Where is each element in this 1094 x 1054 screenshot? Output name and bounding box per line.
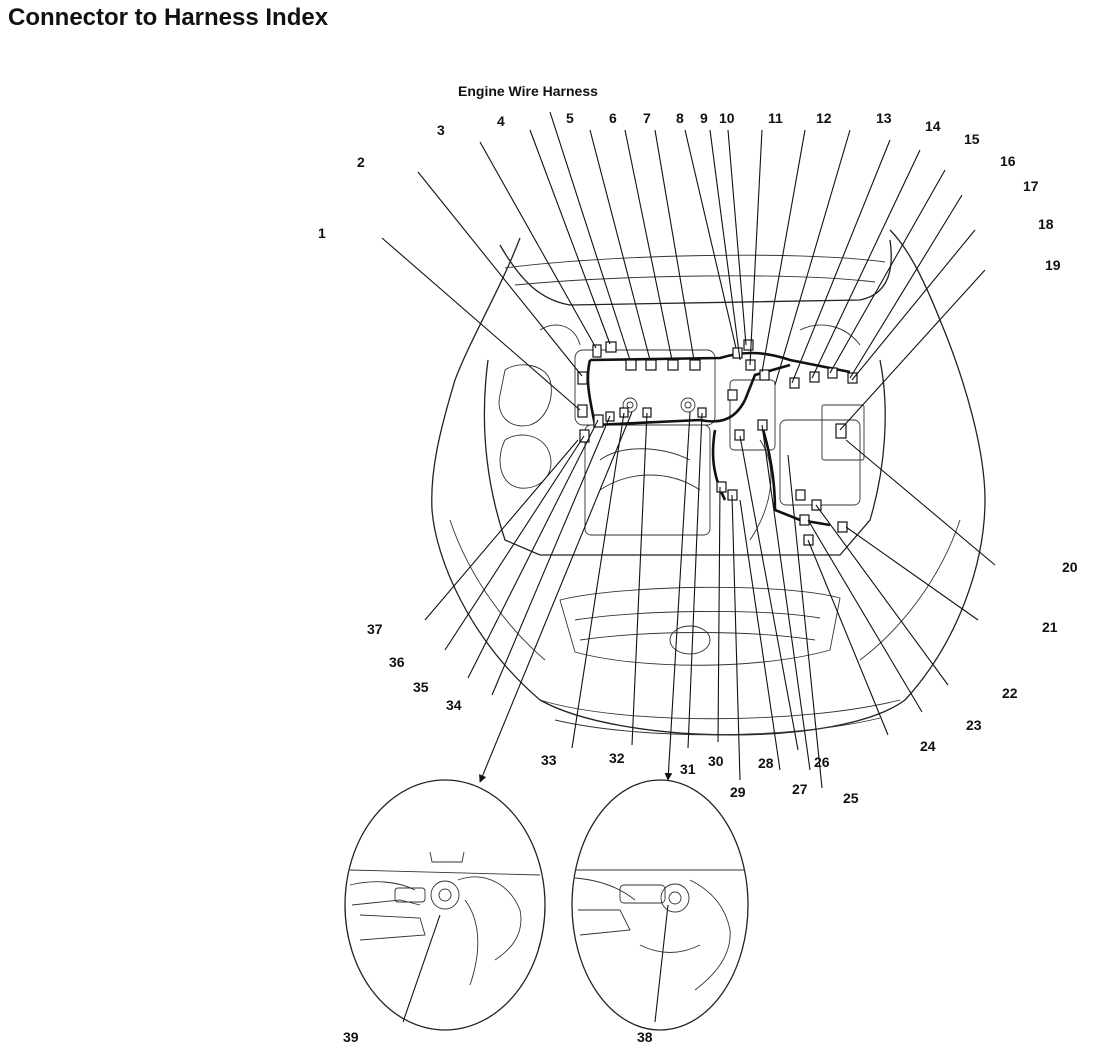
callout-12: 12 xyxy=(816,110,832,126)
callout-3: 3 xyxy=(437,122,445,138)
detail-view-right xyxy=(571,779,749,1031)
harness-label: Engine Wire Harness xyxy=(458,83,598,99)
callout-8: 8 xyxy=(676,110,684,126)
callout-26: 26 xyxy=(814,754,830,770)
callout-33: 33 xyxy=(541,752,557,768)
callout-22: 22 xyxy=(1002,685,1018,701)
vehicle-outline xyxy=(431,229,986,736)
callout-18: 18 xyxy=(1038,216,1054,232)
detail-view-left xyxy=(344,779,546,1031)
callout-20: 20 xyxy=(1062,559,1078,575)
connectors xyxy=(577,339,858,546)
wire-harness xyxy=(586,351,851,527)
callout-7: 7 xyxy=(643,110,651,126)
callout-28: 28 xyxy=(758,755,774,771)
callout-9: 9 xyxy=(700,110,708,126)
callout-30: 30 xyxy=(708,753,724,769)
callout-35: 35 xyxy=(413,679,429,695)
callout-6: 6 xyxy=(609,110,617,126)
callout-labels: 1 2 3 4 5 6 7 8 9 10 11 12 13 14 15 16 1… xyxy=(318,110,1078,1045)
page-title: Connector to Harness Index xyxy=(8,4,329,31)
callout-19: 19 xyxy=(1045,257,1061,273)
callout-39: 39 xyxy=(343,1029,359,1045)
callout-27: 27 xyxy=(792,781,808,797)
callout-11: 11 xyxy=(768,110,783,126)
callout-31: 31 xyxy=(680,761,696,777)
callout-25: 25 xyxy=(843,790,859,806)
callout-10: 10 xyxy=(719,110,735,126)
callout-2: 2 xyxy=(357,154,365,170)
callout-36: 36 xyxy=(389,654,405,670)
callout-5: 5 xyxy=(566,110,574,126)
callout-16: 16 xyxy=(1000,153,1016,169)
callout-37: 37 xyxy=(367,621,383,637)
callout-29: 29 xyxy=(730,784,746,800)
callout-14: 14 xyxy=(925,118,941,134)
callout-34: 34 xyxy=(446,697,462,713)
callout-13: 13 xyxy=(876,110,892,126)
leader-lines xyxy=(381,111,996,1023)
callout-1: 1 xyxy=(318,225,326,241)
callout-17: 17 xyxy=(1023,178,1039,194)
callout-15: 15 xyxy=(964,131,980,147)
callout-32: 32 xyxy=(609,750,625,766)
callout-23: 23 xyxy=(966,717,982,733)
callout-21: 21 xyxy=(1042,619,1058,635)
callout-38: 38 xyxy=(637,1029,653,1045)
callout-4: 4 xyxy=(497,113,505,129)
callout-24: 24 xyxy=(920,738,936,754)
